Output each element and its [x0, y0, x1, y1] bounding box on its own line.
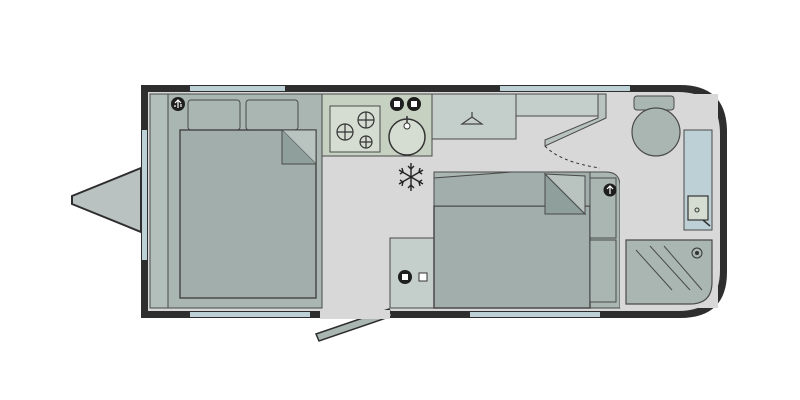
door-opening [320, 310, 390, 319]
lounge-bed[interactable] [433, 205, 591, 309]
shower-drain-icon [691, 247, 703, 259]
lounge-bed-sheet-fold [543, 173, 586, 216]
washbasin-tap [702, 219, 711, 227]
bedroom-side-locker [149, 93, 169, 309]
bed-sheet-fold [281, 130, 316, 165]
tv-point[interactable] [418, 272, 428, 282]
wardrobe-right-unit[interactable] [515, 93, 599, 117]
power-socket-icon[interactable] [398, 270, 412, 284]
lounge [389, 171, 621, 309]
tow-hitch [71, 166, 142, 234]
kitchen [321, 93, 433, 157]
wardrobe-cabinet[interactable] [431, 93, 517, 140]
pillow-right[interactable] [245, 99, 299, 131]
washroom [620, 94, 718, 308]
pillow-left[interactable] [187, 99, 241, 131]
washbasin-drain [694, 207, 700, 213]
shower-tray[interactable] [625, 239, 713, 305]
power-socket-icon[interactable] [407, 97, 421, 111]
lounge-backrest-lower[interactable] [589, 239, 617, 303]
coat-hanger-icon [460, 112, 484, 125]
sink-tap-icon [403, 116, 411, 130]
toilet-icon[interactable] [631, 107, 681, 157]
usb-socket-icon[interactable] [171, 97, 185, 111]
wardrobe [431, 93, 607, 169]
snowflake-icon [398, 163, 424, 191]
shower-screen-hatching [635, 245, 703, 291]
windows [142, 86, 630, 317]
usb-socket-icon[interactable] [603, 183, 617, 197]
front-bedroom [149, 93, 323, 309]
washroom-door-swing[interactable] [544, 145, 601, 169]
hob-burner-icon[interactable] [336, 111, 375, 149]
power-socket-icon[interactable] [390, 97, 404, 111]
